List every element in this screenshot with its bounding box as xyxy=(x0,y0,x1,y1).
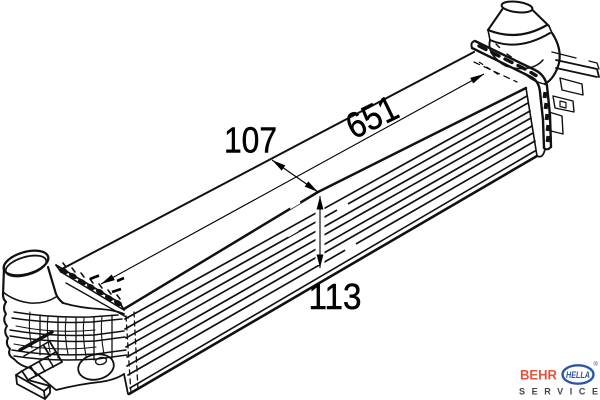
svg-text:107: 107 xyxy=(224,120,277,161)
svg-text:®: ® xyxy=(594,361,599,368)
svg-text:BEHR: BEHR xyxy=(520,368,557,383)
svg-text:SERVICE: SERVICE xyxy=(519,387,600,397)
svg-text:HELLA: HELLA xyxy=(566,370,590,380)
svg-text:113: 113 xyxy=(309,276,362,317)
